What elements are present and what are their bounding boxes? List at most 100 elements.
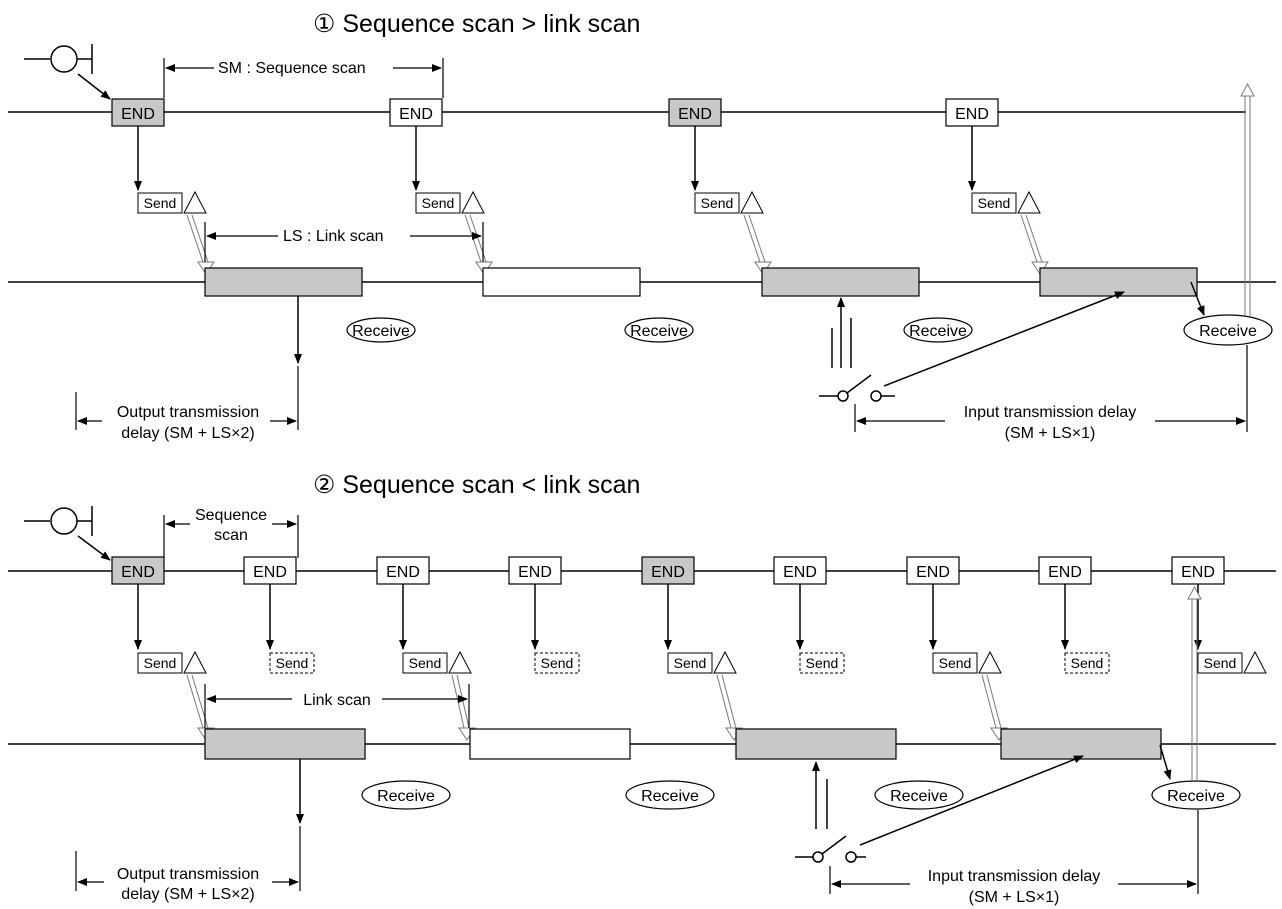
input-delay-label-line1: Input transmission delay	[964, 404, 1137, 421]
svg-text:Send: Send	[144, 195, 177, 211]
svg-text:Send: Send	[939, 655, 972, 671]
svg-text:END: END	[651, 564, 685, 581]
send-label: Send	[1197, 650, 1267, 674]
sequence-scan-label-line1: Sequence	[195, 507, 267, 524]
svg-text:END: END	[399, 106, 433, 123]
receive-label: Receive	[361, 780, 451, 810]
svg-text:Receive: Receive	[1199, 323, 1257, 340]
send-label-skipped: Send	[1064, 652, 1110, 674]
svg-text:END: END	[121, 564, 155, 581]
svg-text:Send: Send	[276, 655, 309, 671]
input-delay-label-line2: (SM + LS×1)	[1005, 425, 1096, 442]
link-scan-block	[469, 728, 631, 760]
receive-label: Receive	[346, 317, 416, 343]
output-delay-label-line1: Output transmission	[117, 866, 259, 883]
output-delay-label-line2: delay (SM + LS×2)	[121, 425, 254, 442]
input-switch-icon	[819, 374, 895, 402]
svg-text:Send: Send	[978, 195, 1011, 211]
svg-text:END: END	[253, 564, 287, 581]
send-label: Send	[137, 650, 207, 674]
send-label: Send	[402, 650, 472, 674]
svg-text:Receive: Receive	[377, 788, 435, 805]
svg-text:Receive: Receive	[630, 323, 688, 340]
svg-text:END: END	[386, 564, 420, 581]
send-label: Send	[137, 190, 207, 214]
svg-text:END: END	[518, 564, 552, 581]
receive-return-arrow	[1240, 82, 1255, 316]
end-box: END	[111, 556, 165, 585]
link-scan-block	[761, 267, 920, 297]
section-1-title: ① Sequence scan > link scan	[313, 10, 640, 38]
send-label: Send	[932, 650, 1002, 674]
output-contact-icon	[24, 506, 111, 561]
input-delay-dimension	[829, 810, 1199, 894]
output-delay-label-line1: Output transmission	[117, 404, 259, 421]
end-box: END	[243, 556, 297, 585]
end-box: END	[508, 556, 562, 585]
end-box: END	[1171, 556, 1225, 585]
end-box: END	[389, 98, 443, 127]
link-scan-label: Link scan	[303, 692, 371, 709]
end-box: END	[641, 556, 695, 585]
input-delay-dimension	[854, 345, 1248, 432]
svg-text:Send: Send	[144, 655, 177, 671]
svg-text:Send: Send	[422, 195, 455, 211]
send-label-skipped: Send	[269, 652, 315, 674]
receive-label: Receive	[874, 780, 964, 810]
section-2: ② Sequence scan < link scan Sequence sca…	[8, 471, 1276, 906]
svg-text:END: END	[121, 106, 155, 123]
svg-text:END: END	[1181, 564, 1215, 581]
end-box: END	[111, 98, 165, 127]
output-delay-dimension	[75, 366, 299, 430]
receive-label: Receive	[624, 317, 694, 343]
link-scan-block	[1000, 728, 1162, 760]
svg-text:Receive: Receive	[352, 323, 410, 340]
input-delay-label-line2: (SM + LS×1)	[969, 889, 1060, 906]
svg-text:Send: Send	[1204, 655, 1237, 671]
svg-text:Send: Send	[806, 655, 839, 671]
link-scan-dimension	[204, 684, 470, 728]
link-scan-block	[204, 267, 363, 297]
send-label: Send	[667, 650, 737, 674]
end-box: END	[376, 556, 430, 585]
svg-text:END: END	[678, 106, 712, 123]
send-label-skipped: Send	[534, 652, 580, 674]
end-to-send-arrows	[134, 126, 976, 191]
svg-text:Receive: Receive	[1167, 788, 1225, 805]
link-scan-block	[482, 267, 641, 297]
svg-text:END: END	[916, 564, 950, 581]
svg-text:Receive: Receive	[890, 788, 948, 805]
svg-text:Receive: Receive	[909, 323, 967, 340]
svg-text:END: END	[955, 106, 989, 123]
input-arrows	[831, 291, 1125, 387]
svg-text:Send: Send	[701, 195, 734, 211]
send-label-skipped: Send	[799, 652, 845, 674]
receive-label: Receive	[1151, 780, 1241, 810]
output-delay-dimension	[75, 826, 301, 891]
link-scan-block	[735, 728, 897, 760]
section-1: ① Sequence scan > link scan SM : Sequenc…	[8, 10, 1276, 442]
sequence-scan-label-line2: scan	[214, 527, 248, 544]
svg-text:Send: Send	[1071, 655, 1104, 671]
block-to-receive-arrow	[1190, 281, 1205, 316]
end-box: END	[945, 98, 999, 127]
end-box: END	[1038, 556, 1092, 585]
link-scan-block	[204, 728, 366, 760]
svg-text:Receive: Receive	[641, 788, 699, 805]
receive-return-arrow	[1187, 585, 1202, 781]
svg-text:END: END	[1048, 564, 1082, 581]
send-label: Send	[971, 190, 1041, 214]
svg-text:END: END	[783, 564, 817, 581]
sm-dimension	[163, 58, 444, 98]
svg-text:Send: Send	[541, 655, 574, 671]
output-delay-label-line2: delay (SM + LS×2)	[121, 886, 254, 903]
output-contact-icon	[24, 44, 111, 100]
end-box: END	[773, 556, 827, 585]
end-to-send-arrows	[134, 584, 1202, 650]
input-arrows	[812, 755, 1084, 846]
input-switch-icon	[795, 835, 866, 863]
end-box: END	[906, 556, 960, 585]
svg-text:Send: Send	[674, 655, 707, 671]
send-label: Send	[415, 190, 485, 214]
